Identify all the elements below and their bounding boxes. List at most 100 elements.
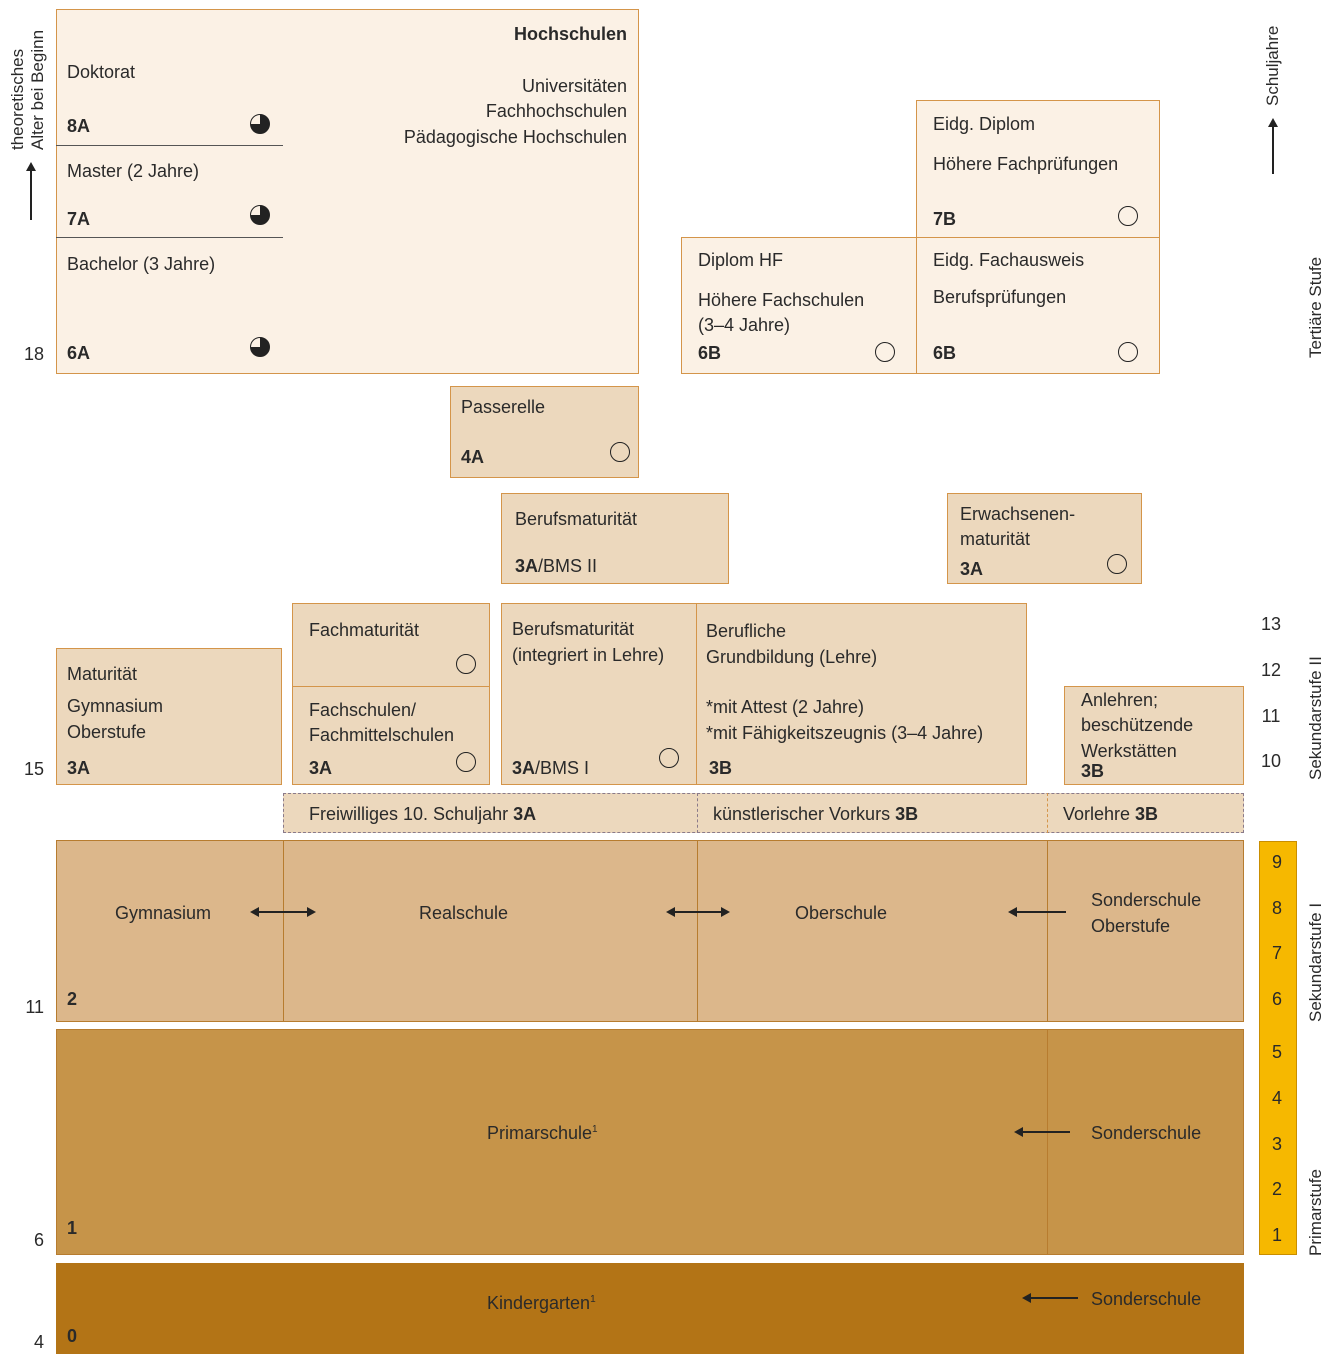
age-axis-title: theoretisches Alter bei Beginn	[8, 30, 47, 150]
vorkurs-label: künstlerischer Vorkurs	[713, 804, 896, 824]
diplom-hf-line2: (3–4 Jahre)	[698, 315, 791, 335]
circle-icon-hf	[875, 342, 895, 362]
doktorat-label: Doktorat	[67, 62, 136, 82]
age-label-15: 15	[23, 759, 44, 779]
primar-sonderschule: Sonderschule	[1091, 1123, 1202, 1143]
hochschulen-fachhochschulen: Fachhochschulen	[485, 101, 627, 121]
age-label-11: 11	[25, 997, 44, 1017]
level-secondary1: Sekundarstufe I	[1306, 902, 1325, 1022]
vorkurs-code: 3B	[895, 804, 919, 824]
kindergarten-box	[56, 1263, 1244, 1354]
primar-title: Primarschule1	[487, 1121, 598, 1146]
primar-footnote: 1	[592, 1124, 598, 1135]
primar-title-text: Primarschule	[487, 1123, 593, 1143]
quarter-circle-icon-7a	[250, 205, 270, 225]
age-label-6: 6	[33, 1230, 44, 1250]
transition-divider-2	[1047, 793, 1048, 833]
divider-8a-7a	[56, 145, 283, 146]
hochschulen-universitaeten: Universitäten	[521, 76, 627, 96]
maturitaet-line1: Gymnasium	[67, 696, 164, 716]
fachschulen-code: 3A	[309, 758, 333, 778]
doktorat-code: 8A	[67, 116, 91, 136]
bm2-box	[501, 493, 729, 584]
fachschulen-line2: Fachmittelschulen	[309, 725, 455, 745]
diplom-hf-code: 6B	[698, 343, 722, 363]
sek1-sonderschule-oberstufe: Oberstufe	[1091, 916, 1171, 936]
diplom-hf-line1: Höhere Fachschulen	[698, 290, 865, 310]
passerelle-title: Passerelle	[461, 397, 546, 417]
divider-7a-6a	[56, 237, 283, 238]
bm1-suffix: /BMS I	[535, 758, 590, 778]
age-label-18: 18	[23, 344, 44, 364]
primar-code: 1	[67, 1218, 78, 1238]
year-label-7: 7	[1271, 943, 1282, 963]
master-code: 7A	[67, 209, 91, 229]
hochschulen-paedagogische: Pädagogische Hochschulen	[403, 127, 627, 147]
primar-box	[56, 1029, 1244, 1255]
grundbildung-box	[696, 603, 1027, 785]
left-arrow-icon-kindergarten	[1022, 1293, 1078, 1303]
year-label-9: 9	[1271, 852, 1282, 872]
years-up-arrow-icon	[1268, 118, 1278, 174]
erwachsenen-line2: maturität	[960, 529, 1031, 549]
fachschulen-line1: Fachschulen/	[309, 700, 417, 720]
eidg-diplom-title: Eidg. Diplom	[933, 114, 1036, 134]
fachausweis-code: 6B	[933, 343, 957, 363]
age-label-4: 4	[33, 1332, 44, 1352]
sek1-realschule: Realschule	[419, 903, 509, 923]
bm1-code-line: 3A/BMS I	[512, 756, 589, 781]
age-up-arrow-icon	[26, 162, 36, 220]
fachausweis-title: Eidg. Fachausweis	[933, 250, 1085, 270]
kindergarten-sonderschule: Sonderschule	[1091, 1289, 1202, 1309]
vorkurs: künstlerischer Vorkurs 3B	[713, 802, 918, 827]
hochschulen-box	[56, 9, 639, 374]
sek1-box	[56, 840, 1244, 1022]
circle-icon-6b	[1118, 342, 1138, 362]
grundbildung-line2: Grundbildung (Lehre)	[706, 647, 878, 667]
sek1-sonderschule: Sonderschule	[1091, 890, 1202, 910]
kindergarten-title-text: Kindergarten	[487, 1293, 591, 1313]
year-label-11: 11	[1261, 706, 1281, 726]
year-label-13: 13	[1260, 614, 1282, 634]
year-label-1: 1	[1271, 1225, 1282, 1245]
age-axis-title-line2: Alter bei Beginn	[27, 29, 47, 150]
bachelor-label: Bachelor (3 Jahre)	[67, 254, 216, 274]
master-label: Master (2 Jahre)	[67, 161, 200, 181]
sek1-divider-2	[697, 840, 698, 1022]
bm1-line2: (integriert in Lehre)	[512, 645, 665, 665]
erwachsenen-code: 3A	[960, 559, 984, 579]
grundbildung-line1: Berufliche	[706, 621, 787, 641]
left-arrow-icon-sek1	[1008, 907, 1066, 917]
age-axis-title-line1: theoretisches	[8, 48, 27, 150]
fachschulen-box	[292, 686, 490, 785]
anlehren-box	[1064, 686, 1244, 785]
eidg-diplom-line1: Höhere Fachprüfungen	[933, 154, 1119, 174]
circle-icon-fachmaturitaet	[456, 654, 476, 674]
vorlehre-code: 3B	[1135, 804, 1159, 824]
bm1-code: 3A	[512, 758, 536, 778]
year-label-5: 5	[1271, 1042, 1282, 1062]
vorlehre: Vorlehre 3B	[1063, 802, 1158, 827]
anlehren-code: 3B	[1081, 761, 1105, 781]
maturitaet-line2: Oberstufe	[67, 722, 147, 742]
bachelor-code: 6A	[67, 343, 91, 363]
quarter-circle-icon-8a	[250, 114, 270, 134]
maturitaet-title: Maturität	[67, 664, 138, 684]
circle-icon-7b	[1118, 206, 1138, 226]
year-label-8: 8	[1271, 898, 1282, 918]
transition-divider-1	[697, 793, 698, 833]
circle-icon-erwachsenen	[1107, 554, 1127, 574]
circle-icon-4a	[610, 442, 630, 462]
anlehren-line2: beschützende	[1081, 715, 1194, 735]
anlehren-line1: Anlehren;	[1081, 690, 1159, 710]
eidg-diplom-code: 7B	[933, 209, 957, 229]
year-label-4: 4	[1271, 1088, 1282, 1108]
double-arrow-icon-1	[250, 907, 316, 917]
year-label-6: 6	[1271, 989, 1282, 1009]
year-label-12: 12	[1260, 660, 1282, 680]
circle-icon-bm1	[659, 748, 679, 768]
kindergarten-code: 0	[67, 1326, 78, 1346]
year-label-2: 2	[1271, 1179, 1282, 1199]
years-bar	[1259, 841, 1297, 1255]
sek1-divider-3	[1047, 840, 1048, 1022]
